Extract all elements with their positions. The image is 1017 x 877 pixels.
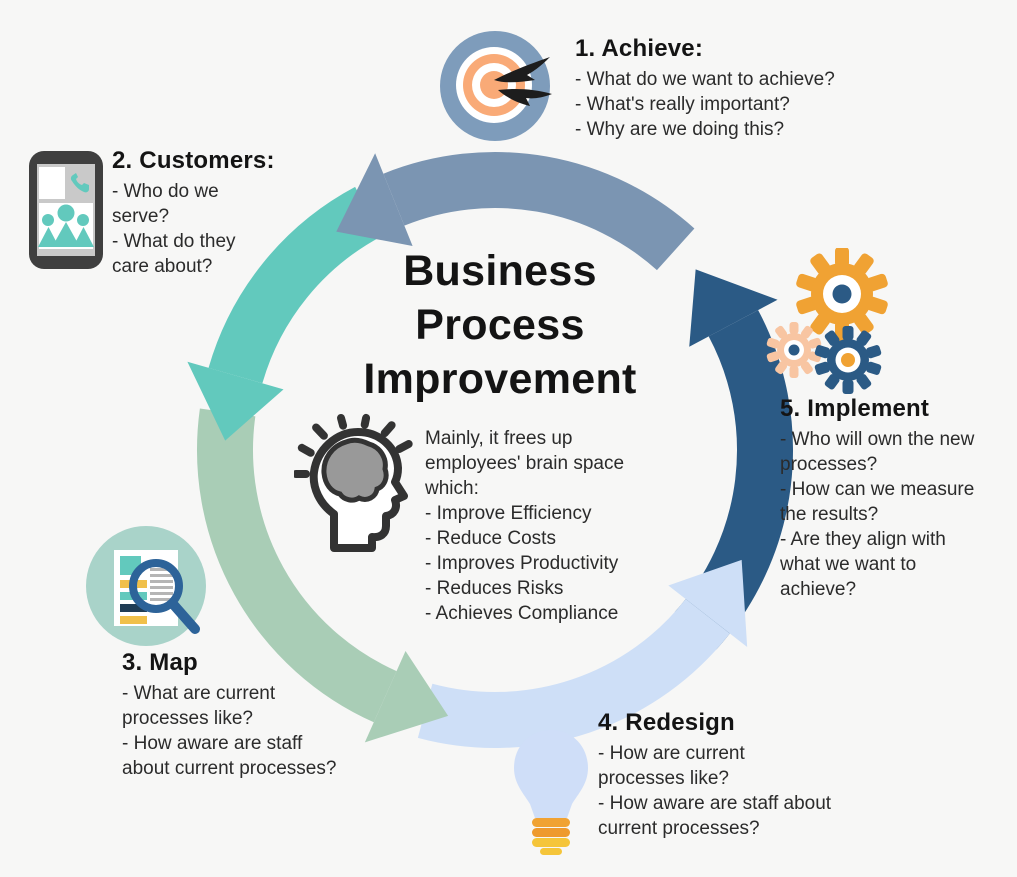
dart-icon [498, 89, 552, 106]
step-achieve: 1. Achieve: - What do we want to achieve… [575, 34, 920, 142]
step-map-item: - What are current processes like? [122, 683, 276, 729]
lightbulb-icon [514, 730, 588, 855]
target-bullseye [480, 71, 508, 99]
center-note-item: - Reduces Risks [425, 578, 564, 599]
step-customers-item: - What do they care about? [112, 231, 236, 277]
bulb-glass [514, 730, 588, 818]
center-note-item: - Improves Productivity [425, 553, 619, 574]
ring-arrowhead-teal [187, 361, 284, 441]
step-redesign: 4. Redesign - How are current processes … [598, 708, 878, 841]
people-icon [38, 204, 94, 247]
gears-icon [766, 248, 888, 394]
step-customers-heading: 2. Customers: [112, 147, 275, 174]
gear-small [766, 322, 822, 378]
ring-arc-sage [197, 408, 397, 723]
step-map-item: - How aware are staff about current proc… [122, 733, 337, 779]
step-implement-heading: 5. Implement [780, 395, 930, 422]
diagram-title: Business Process Improvement [363, 247, 637, 403]
step-achieve-item: - Why are we doing this? [575, 119, 785, 140]
center-note-intro: Mainly, it frees up employees' brain spa… [425, 428, 625, 499]
magnifier-document-icon [86, 526, 206, 646]
phone-icon [29, 151, 103, 269]
document-text-lines [150, 568, 173, 601]
step-implement-item: - Who will own the new processes? [780, 429, 975, 475]
dart-icon [494, 57, 550, 83]
bulb-base [532, 818, 570, 855]
step-achieve-item: - What's really important? [575, 94, 790, 115]
step-redesign-item: - How are current processes like? [598, 743, 745, 789]
center-note-item: - Reduce Costs [425, 528, 556, 549]
step-implement-item: - How can we measure the results? [780, 479, 975, 525]
center-note: Mainly, it frees up employees' brain spa… [425, 426, 680, 626]
handset-icon [70, 173, 89, 193]
step-map-heading: 3. Map [122, 649, 198, 676]
ring-arrowhead-pale-blue [668, 559, 748, 648]
brain-shape [321, 437, 389, 503]
step-redesign-heading: 4. Redesign [598, 709, 735, 736]
step-customers: 2. Customers: - Who do we serve? - What … [112, 146, 277, 279]
ring-arrowhead-sage [364, 650, 449, 743]
gear-medium [814, 326, 882, 394]
brain-icon [294, 413, 413, 552]
step-redesign-item: - How aware are staff about current proc… [598, 793, 832, 839]
target-icon [440, 31, 552, 141]
step-customers-item: - Who do we serve? [112, 181, 219, 227]
step-map: 3. Map - What are current processes like… [122, 648, 347, 781]
magnifier-icon [129, 559, 200, 634]
center-note-item: - Achieves Compliance [425, 603, 619, 624]
ring-arrowhead-navy [689, 269, 778, 347]
gear-large [796, 248, 888, 341]
ring-arrowhead-slate [336, 153, 413, 247]
center-note-item: - Improve Efficiency [425, 503, 592, 524]
brain-rays [294, 413, 413, 478]
ring-arc-slate [383, 152, 695, 271]
step-implement-item: - Are they align with what we want to ac… [780, 529, 946, 600]
step-achieve-item: - What do we want to achieve? [575, 69, 835, 90]
step-achieve-heading: 1. Achieve: [575, 35, 704, 62]
ring-arc-pale-blue [417, 598, 730, 748]
step-implement: 5. Implement - Who will own the new proc… [780, 394, 1015, 602]
